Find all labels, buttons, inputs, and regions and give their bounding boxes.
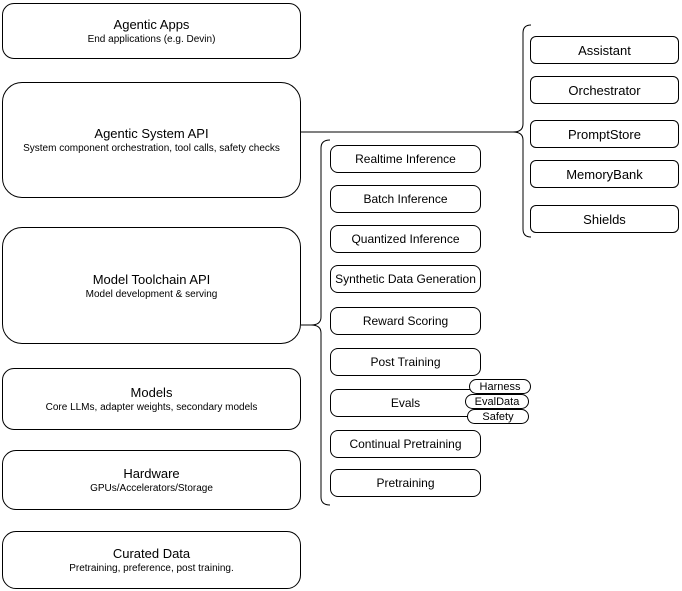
node-title: Hardware xyxy=(123,466,180,481)
node-title: Models xyxy=(130,385,173,400)
tag-evaldata: EvalData xyxy=(465,394,529,409)
node-assistant: Assistant xyxy=(530,36,679,64)
bracket-toolchain-group xyxy=(310,139,331,506)
node-memorybank: MemoryBank xyxy=(530,160,679,188)
node-agentic-apps: Agentic Apps End applications (e.g. Devi… xyxy=(2,3,301,59)
node-subtitle: System component orchestration, tool cal… xyxy=(23,143,280,154)
node-title: Model Toolchain API xyxy=(92,271,211,287)
bracket-agentic-system-group xyxy=(512,24,532,238)
node-curated-data: Curated Data Pretraining, preference, po… xyxy=(2,531,301,589)
node-title: Curated Data xyxy=(112,546,191,561)
node-quantized-inference: Quantized Inference xyxy=(330,225,481,253)
node-pretraining: Pretraining xyxy=(330,469,481,497)
node-models: Models Core LLMs, adapter weights, secon… xyxy=(2,368,301,430)
node-realtime-inference: Realtime Inference xyxy=(330,145,481,173)
node-batch-inference: Batch Inference xyxy=(330,185,481,213)
node-subtitle: GPUs/Accelerators/Storage xyxy=(90,483,213,494)
node-promptstore: PromptStore xyxy=(530,120,679,148)
tag-safety: Safety xyxy=(467,409,529,424)
node-title: Agentic Apps xyxy=(113,17,190,32)
node-model-toolchain-api: Model Toolchain API Model development & … xyxy=(2,227,301,344)
node-evals: Evals xyxy=(330,389,481,417)
node-reward-scoring: Reward Scoring xyxy=(330,307,481,335)
node-shields: Shields xyxy=(530,205,679,233)
node-subtitle: Model development & serving xyxy=(85,288,218,300)
node-continual-pretraining: Continual Pretraining xyxy=(330,430,481,458)
node-post-training: Post Training xyxy=(330,348,481,376)
node-title: Agentic System API xyxy=(94,126,209,141)
node-agentic-system-api: Agentic System API System component orch… xyxy=(2,82,301,198)
node-hardware: Hardware GPUs/Accelerators/Storage xyxy=(2,450,301,510)
node-subtitle: Pretraining, preference, post training. xyxy=(69,563,234,574)
node-orchestrator: Orchestrator xyxy=(530,76,679,104)
node-subtitle: End applications (e.g. Devin) xyxy=(87,34,216,45)
node-synthetic-data-generation: Synthetic Data Generation xyxy=(330,265,481,293)
node-subtitle: Core LLMs, adapter weights, secondary mo… xyxy=(45,402,258,413)
tag-harness: Harness xyxy=(469,379,531,394)
